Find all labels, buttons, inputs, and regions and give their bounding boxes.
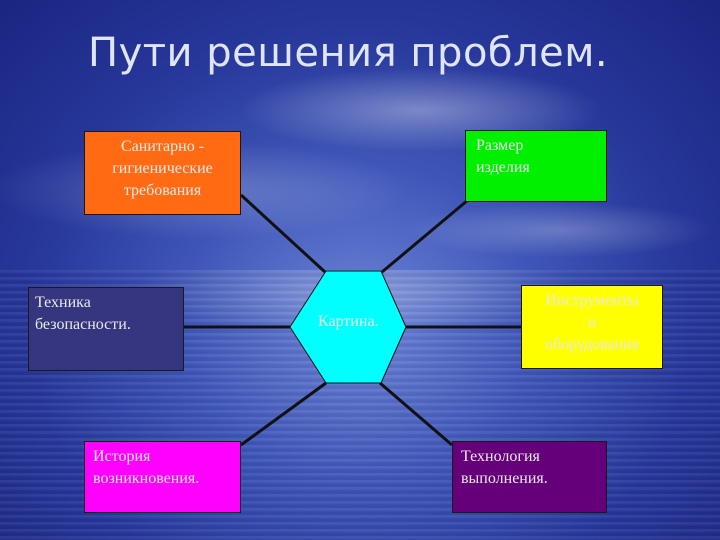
node-size-line-1: Размер bbox=[476, 137, 524, 154]
node-history-line-1: История bbox=[93, 448, 151, 465]
node-size-line-2: изделия bbox=[476, 159, 530, 176]
node-sanitary-line-3: требования bbox=[123, 182, 202, 199]
node-safety: Техника безопасности. bbox=[28, 287, 184, 371]
node-safety-line-1: Техника bbox=[35, 294, 91, 311]
node-history-line-2: возникновения. bbox=[93, 470, 200, 487]
connector-size bbox=[381, 198, 469, 274]
node-sanitary-line-2: гигиенические bbox=[112, 160, 213, 177]
node-sanitary: Санитарно - гигиенические требования bbox=[84, 131, 241, 215]
node-technology: Технология выполнения. bbox=[452, 441, 607, 513]
node-tools-line-2: и bbox=[587, 314, 597, 331]
connector-technology bbox=[379, 381, 453, 447]
node-tools-line-1: Инструменты bbox=[545, 292, 639, 309]
node-history: История возникновения. bbox=[84, 441, 241, 513]
center-label: Картина. bbox=[318, 313, 379, 330]
node-tools: Инструменты и оборудования bbox=[521, 285, 663, 369]
node-tools-line-3: оборудования bbox=[545, 336, 639, 353]
node-technology-line-1: Технология bbox=[461, 448, 540, 465]
node-size: Размер изделия bbox=[465, 130, 607, 202]
connector-history bbox=[240, 381, 327, 447]
connector-sanitary bbox=[239, 193, 327, 274]
slide-title: Пути решения проблем. bbox=[88, 30, 609, 76]
center-hexagon bbox=[289, 270, 407, 384]
node-safety-line-2: безопасности. bbox=[35, 316, 131, 333]
node-sanitary-line-1: Санитарно - bbox=[120, 138, 205, 155]
node-technology-line-2: выполнения. bbox=[461, 470, 548, 487]
